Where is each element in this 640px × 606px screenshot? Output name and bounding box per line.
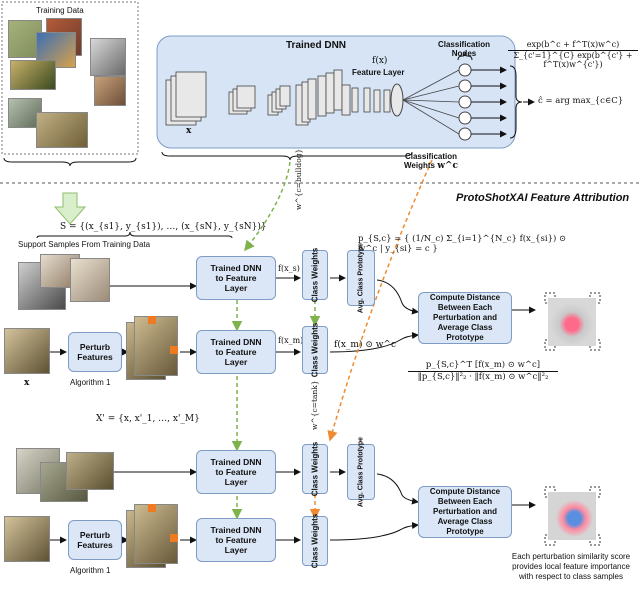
bulldog-weights-label: w^{c=bulldog} <box>294 148 303 210</box>
class-weights-block-support-2: Class Weights <box>302 442 328 496</box>
training-image <box>90 38 126 76</box>
bottom-caption: Each perturbation similarity score provi… <box>511 552 631 581</box>
algorithm-label-1: Algorithm 1 <box>70 378 111 387</box>
compute-distance-block-2: Compute Distance Between Each Perturbati… <box>418 486 512 538</box>
feature-layer-shape <box>390 83 404 117</box>
tank-weights-label: w^{c=tank} <box>310 380 319 430</box>
softmax-equation: exp(b^c + f^T(x)w^c) Σ_{c'=1}^{C} exp(b^… <box>508 40 638 69</box>
fxs-label: f(x_s) <box>278 264 300 273</box>
prototype-equation: p_{S,c} = { (1/N_c) Σ_{i=1}^{N_c} f(x_{s… <box>358 234 567 254</box>
green-dashed-arrows <box>231 161 321 520</box>
cnn-layers-graphic <box>165 69 391 126</box>
fc-lines <box>402 69 460 135</box>
section-title: ProtoShotXAI Feature Attribution <box>456 192 630 204</box>
query-image <box>4 328 50 374</box>
training-image <box>36 112 88 148</box>
class-weights-block-query: Class Weights <box>302 323 328 377</box>
perturbation-patch <box>170 346 178 354</box>
perturbation-patch <box>148 504 156 512</box>
algorithm-label-2: Algorithm 1 <box>70 566 111 575</box>
attribution-heatmap-2 <box>548 492 596 540</box>
support-caption: Support Samples From Training Data <box>18 240 151 249</box>
training-image <box>94 76 126 106</box>
input-x-label: x <box>186 126 192 136</box>
query-image <box>4 516 50 562</box>
training-image <box>10 60 56 90</box>
class-weights-block-query-2: Class Weights <box>302 514 328 568</box>
similarity-score-equation: p_{S,c}^T [f(x_m) ⊙ w^c] ‖p_{S,c}‖²₂ · ‖… <box>408 360 558 382</box>
avg-prototype-block-2: Avg. Class Prototype <box>347 437 375 507</box>
classification-nodes <box>458 63 472 141</box>
support-image <box>66 452 114 490</box>
class-weights-block-support: Class Weights <box>302 248 328 302</box>
fxm-label: f(x_m) <box>278 336 304 345</box>
training-to-support-arrow <box>53 192 87 225</box>
perturbation-patch <box>148 316 156 324</box>
orange-dashed-arrows <box>309 159 433 520</box>
perturbation-set-equation: X' = {x, x'_1, …, x'_M} <box>96 414 200 424</box>
trained-dnn-label: Trained DNN <box>286 40 347 51</box>
avg-prototype-block-1: Avg. Class Prototype <box>347 243 375 313</box>
query-x-label: x <box>24 378 30 388</box>
support-image <box>70 258 110 302</box>
argmax-equation: ĉ = arg max_{c∈C} <box>538 96 624 106</box>
fx-hadamard-w-label: f(x_m) ⊙ w^c <box>334 340 397 350</box>
compute-distance-block-1: Compute Distance Between Each Perturbati… <box>418 292 512 344</box>
perturbation-patch <box>170 534 178 542</box>
feature-function: f(x) <box>372 56 388 66</box>
feature-layer-label: Feature Layer <box>352 68 405 77</box>
support-set-equation: S = {(x_{s1}, y_{s1}), …, (x_{sN}, y_{sN… <box>60 222 267 232</box>
training-data-frame <box>1 1 139 155</box>
attribution-heatmap-1 <box>548 298 596 346</box>
dnn-brace <box>161 151 413 161</box>
classification-weights-label: Classification Weights w^c <box>404 152 458 171</box>
training-data-label: Training Data <box>36 6 84 15</box>
output-arrows <box>471 66 507 138</box>
output-brace <box>509 65 523 139</box>
